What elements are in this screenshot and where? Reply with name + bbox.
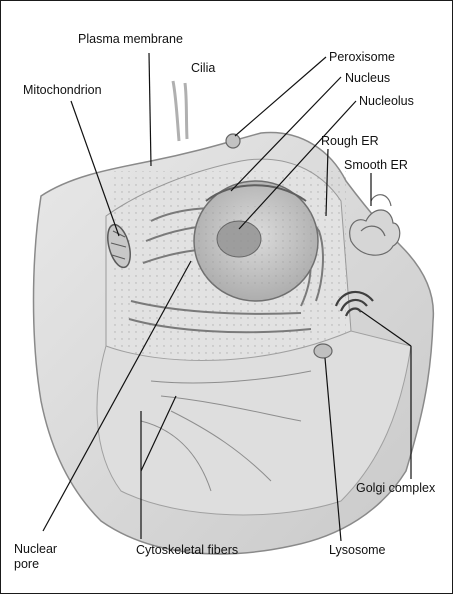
label-peroxisome: Peroxisome [329, 50, 395, 65]
peroxisome-shape [226, 134, 240, 148]
cilia-shape [173, 81, 187, 141]
label-nuclear-pore: Nuclear pore [14, 542, 74, 572]
label-cytoskeletal-fibers: Cytoskeletal fibers [136, 543, 238, 558]
label-smooth-er: Smooth ER [344, 158, 408, 173]
label-lysosome: Lysosome [329, 543, 386, 558]
label-cilia: Cilia [191, 61, 215, 76]
label-nucleolus: Nucleolus [359, 94, 414, 109]
lysosome-shape [314, 344, 332, 358]
chromatin-texture [196, 206, 316, 286]
label-mitochondrion: Mitochondrion [23, 83, 102, 98]
label-golgi-complex: Golgi complex [356, 481, 435, 496]
label-rough-er: Rough ER [321, 134, 379, 149]
label-plasma-membrane: Plasma membrane [78, 32, 183, 47]
label-nucleus: Nucleus [345, 71, 390, 86]
